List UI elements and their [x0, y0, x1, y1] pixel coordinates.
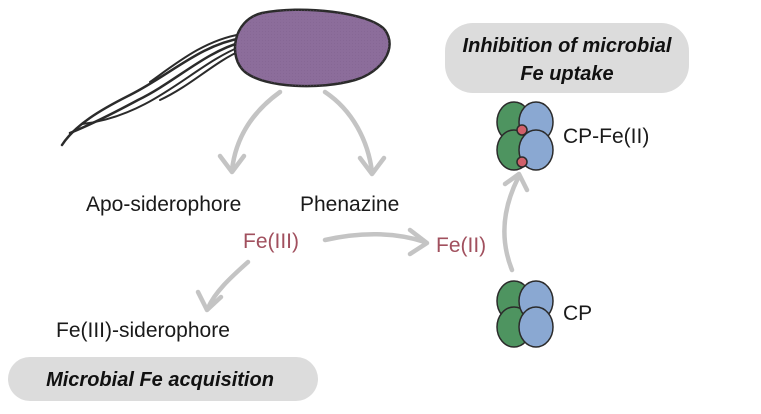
cp-complex	[496, 280, 554, 348]
inhibition-line-2: Fe uptake	[520, 63, 613, 85]
phenazine-label: Phenazine	[300, 193, 399, 216]
arrow-to-phenazine	[322, 89, 387, 177]
bacterium	[60, 8, 391, 147]
apo-siderophore-label: Apo-siderophore	[86, 193, 241, 216]
fe3-siderophore-label: Fe(III)-siderophore	[56, 319, 230, 342]
cp-label: CP	[563, 302, 592, 325]
arrow-to-apo-siderophore	[217, 89, 283, 175]
inhibition-callout: Inhibition of microbial Fe uptake	[445, 23, 689, 93]
arrow-fe3-to-fe2	[322, 227, 430, 257]
fe3-label: Fe(III)	[243, 230, 299, 253]
inhibition-line-1: Inhibition of microbial	[463, 35, 672, 57]
arrow-cp-to-cp-fe2	[502, 171, 530, 273]
fe2-label: Fe(II)	[436, 234, 486, 257]
iron-dot	[516, 156, 528, 168]
flagella	[60, 33, 244, 147]
cp-fe2-complex	[496, 101, 554, 171]
arrow-to-fe3-siderophore	[195, 259, 251, 313]
acquisition-label: Microbial Fe acquisition	[46, 369, 274, 391]
cp-fe2-label: CP-Fe(II)	[563, 125, 649, 148]
acquisition-callout: Microbial Fe acquisition	[8, 357, 318, 401]
iron-dot	[516, 124, 528, 136]
